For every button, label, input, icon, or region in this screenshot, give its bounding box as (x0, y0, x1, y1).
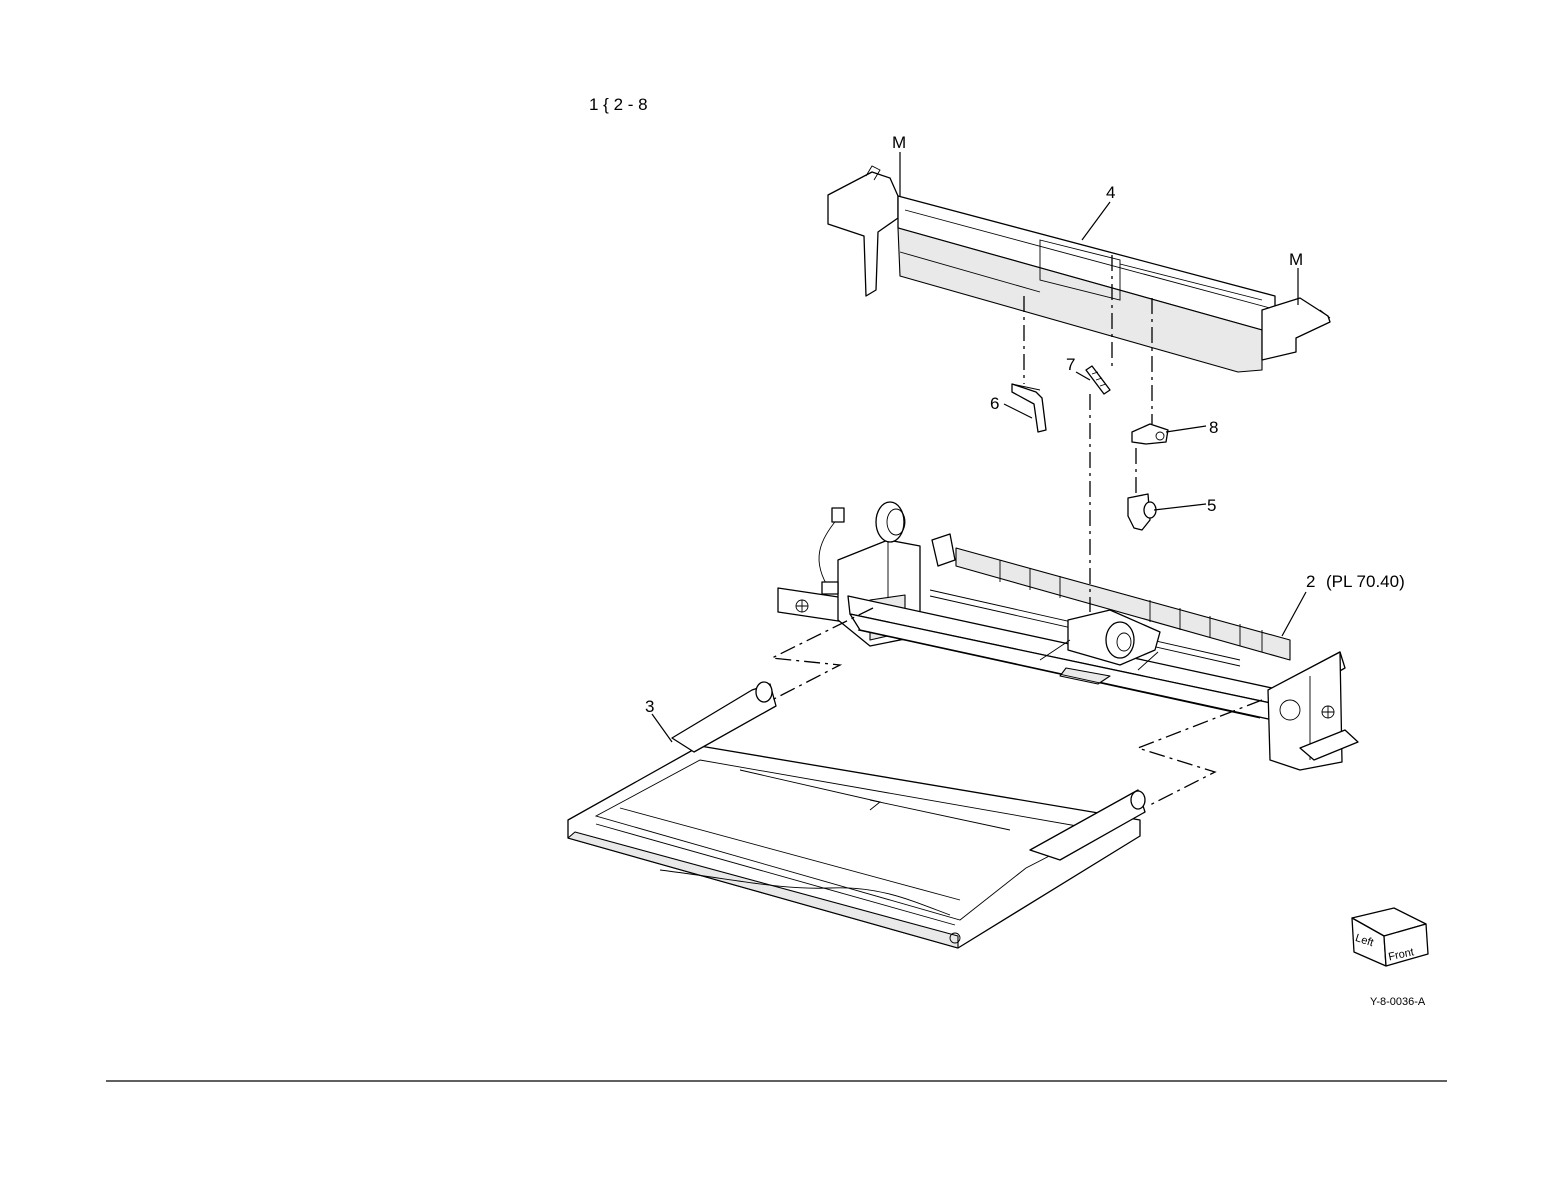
callout-6: 6 (990, 394, 999, 413)
callout-7: 7 (1066, 355, 1075, 374)
part-2-tray-frame (778, 502, 1358, 770)
part-3-paper-tray (568, 682, 1145, 948)
part-5-holder (1128, 494, 1156, 530)
part-6-lever (1012, 384, 1046, 432)
callout-3: 3 (645, 697, 654, 716)
part-4-upper-cover (828, 166, 1330, 372)
callout-2-reference: (PL 70.40) (1326, 572, 1405, 591)
callout-2: 2 (1306, 572, 1315, 591)
callout-m-right: M (1289, 250, 1303, 269)
callout-m-left: M (892, 133, 906, 152)
callout-4: 4 (1106, 183, 1115, 202)
figure-id: Y-8-0036-A (1370, 996, 1426, 1008)
range-label: 1 { 2 - 8 (589, 95, 648, 114)
callout-5: 5 (1207, 496, 1216, 515)
orientation-cube: Left Front (1352, 908, 1428, 966)
callout-8: 8 (1209, 418, 1218, 437)
part-8-arm (1132, 424, 1168, 444)
